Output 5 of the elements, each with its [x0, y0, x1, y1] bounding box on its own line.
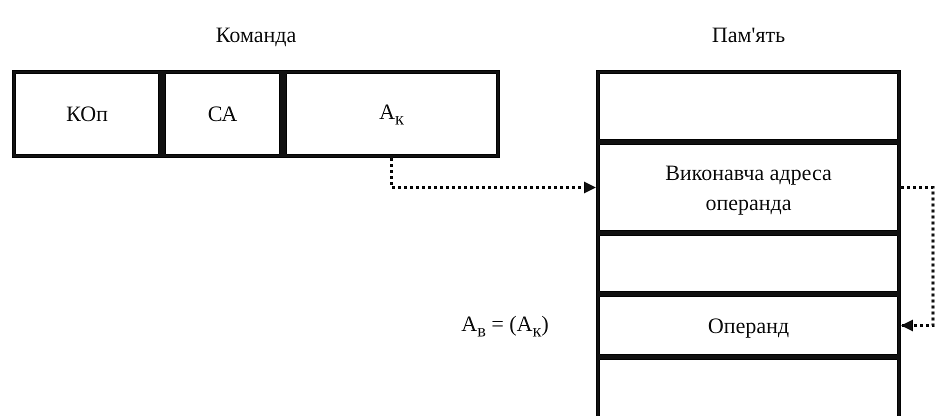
memory-title: Пам'ять — [710, 22, 786, 48]
dotted-arrow — [901, 186, 934, 332]
instruction-title: Команда — [214, 22, 298, 48]
address-formula: A$_{в}$ = (A$_{к}$) — [460, 310, 550, 341]
dotted-arrow — [390, 158, 596, 194]
